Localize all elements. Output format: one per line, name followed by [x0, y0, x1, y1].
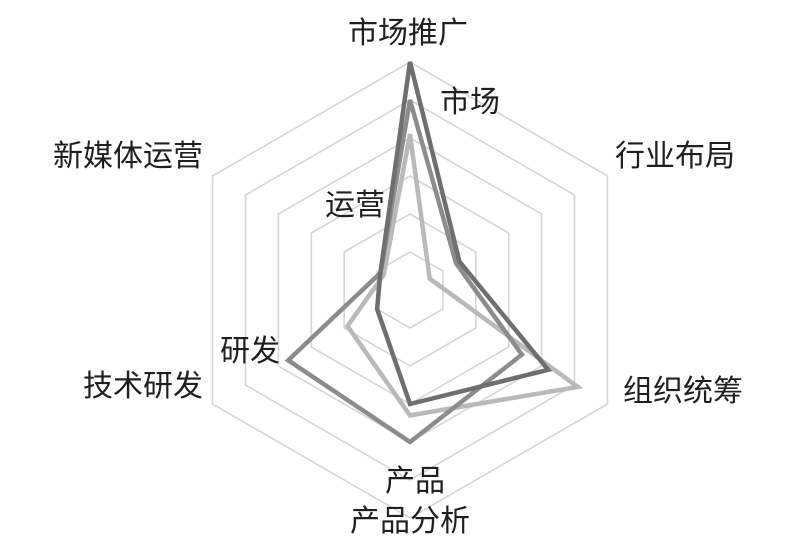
- annotation-product: 产品: [385, 464, 445, 499]
- grid-ring-4: [277, 137, 543, 443]
- axis-label-new-media: 新媒体运营: [53, 139, 203, 174]
- axis-label-market-promotion: 市场推广: [348, 16, 468, 51]
- series-1-line: [344, 133, 584, 418]
- grid-ring-1: [376, 251, 444, 329]
- annotation-operation: 运营: [325, 188, 385, 223]
- series-3-line: [374, 61, 553, 407]
- axis-label-industry-layout: 行业布局: [615, 139, 735, 174]
- axis-label-tech-rnd: 技术研发: [83, 369, 203, 404]
- axis-label-product-analysis: 产品分析: [350, 504, 470, 539]
- radar-series: [284, 61, 584, 445]
- grid-ring-2: [343, 213, 477, 367]
- annotation-market: 市场: [440, 85, 500, 120]
- grid-ring-6: [211, 61, 609, 519]
- axis-label-organization: 组织统筹: [623, 374, 743, 409]
- radar-grid: [211, 61, 609, 519]
- grid-ring-5: [244, 99, 576, 481]
- annotation-rnd: 研发: [220, 334, 280, 369]
